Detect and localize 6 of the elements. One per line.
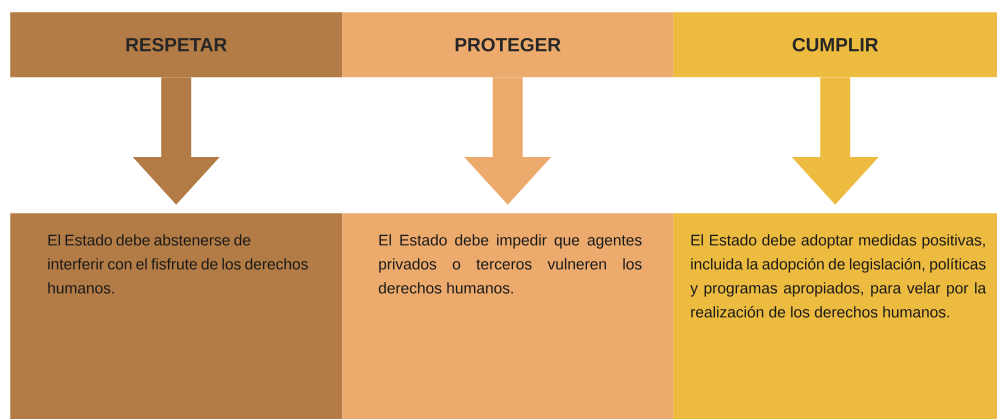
text-box: El Estado debe impedir que agentes privados o terceros vulneren los derechos humanos. bbox=[342, 213, 674, 419]
header-band: RESPETAR bbox=[10, 12, 342, 78]
header-band: CUMPLIR bbox=[673, 12, 997, 78]
header-band: PROTEGER bbox=[342, 12, 674, 78]
text-box: El Estado debe abstenerse de interferir con el fisfrute de los derechos humanos. bbox=[10, 213, 342, 419]
text-box: El Estado debe adoptar medidas positivas, incluida la adopción de legislación, políticas y programas apropiados, para velar por la realización de los derechos humanos. bbox=[673, 213, 997, 419]
